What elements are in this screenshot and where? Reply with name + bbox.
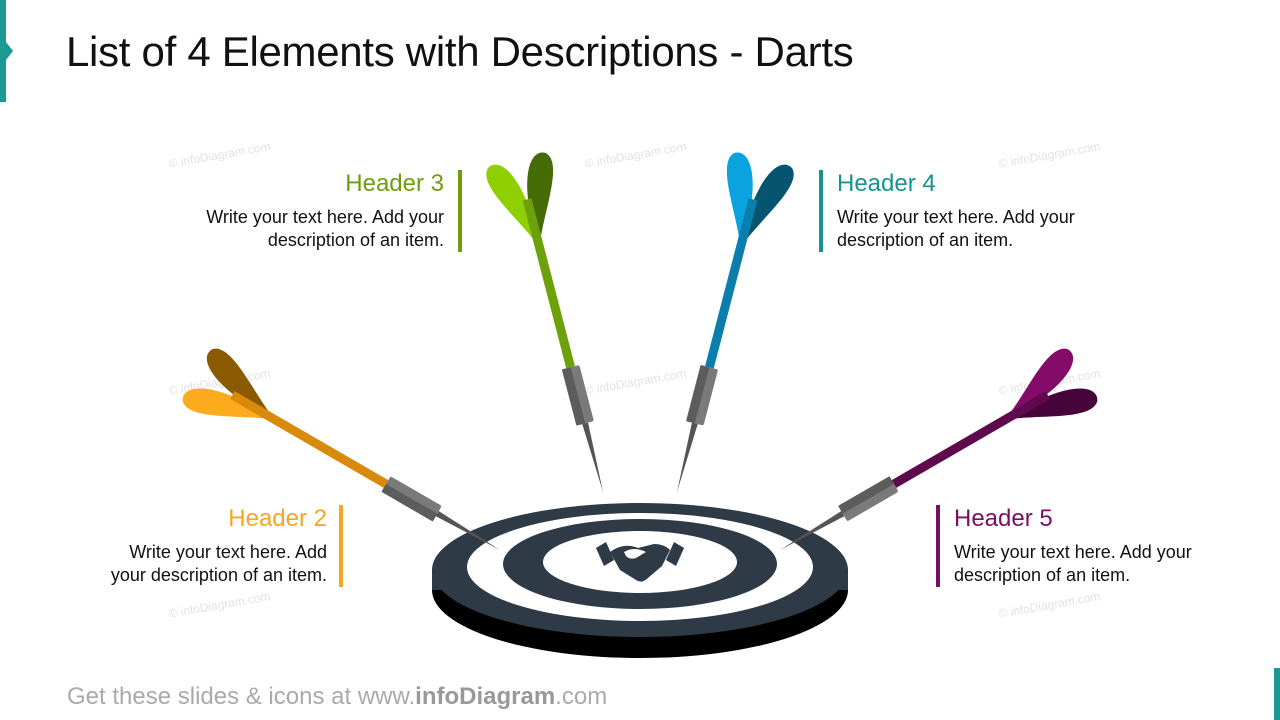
dart-flight (740, 164, 794, 248)
item-header-2: Header 2 Write your text here. Add your … (90, 505, 343, 587)
item-description: Write your text here. Add your descripti… (110, 542, 327, 585)
dart-flight (1004, 348, 1074, 421)
dart-header-5 (780, 348, 1098, 550)
item-header-5: Header 5 Write your text here. Add your … (936, 505, 1198, 587)
dart-point (435, 511, 500, 550)
dartboard (432, 503, 848, 658)
item-header: Header 5 (954, 505, 1053, 532)
item-description: Write your text here. Add your descripti… (837, 207, 1075, 250)
dart-point (582, 422, 604, 493)
item-description: Write your text here. Add your descripti… (206, 207, 444, 250)
right-accent-bar (1274, 668, 1280, 720)
item-header: Header 4 (837, 170, 936, 197)
handshake-icon (596, 542, 684, 582)
dart-flight (182, 388, 276, 421)
item-header: Header 3 (345, 170, 444, 197)
dart-point (676, 422, 698, 493)
item-header-4: Header 4 Write your text here. Add your … (819, 170, 1081, 252)
footer: Get these slides & icons at www.infoDiag… (67, 683, 607, 711)
page-title: List of 4 Elements with Descriptions - D… (66, 28, 854, 75)
dart-shaft (230, 391, 389, 488)
item-header-3: Header 3 Write your text here. Add your … (200, 170, 462, 252)
dart-shaft (891, 391, 1050, 488)
dart-flight (206, 348, 276, 421)
dart-flight (486, 164, 540, 248)
dart-shaft (522, 198, 575, 369)
dart-shaft (705, 198, 758, 369)
item-description: Write your text here. Add your descripti… (954, 542, 1192, 585)
dart-header-4 (676, 152, 794, 493)
dart-point (780, 511, 845, 550)
footer-brand: infoDiagram (415, 683, 556, 710)
footer-prefix: Get these slides & icons at www. (67, 683, 416, 710)
dart-flight (1004, 388, 1098, 421)
left-accent-bar (0, 0, 13, 102)
item-header: Header 2 (228, 505, 327, 532)
dart-header-2 (182, 348, 500, 550)
footer-suffix: .com (555, 683, 608, 710)
dart-header-3 (486, 152, 604, 493)
